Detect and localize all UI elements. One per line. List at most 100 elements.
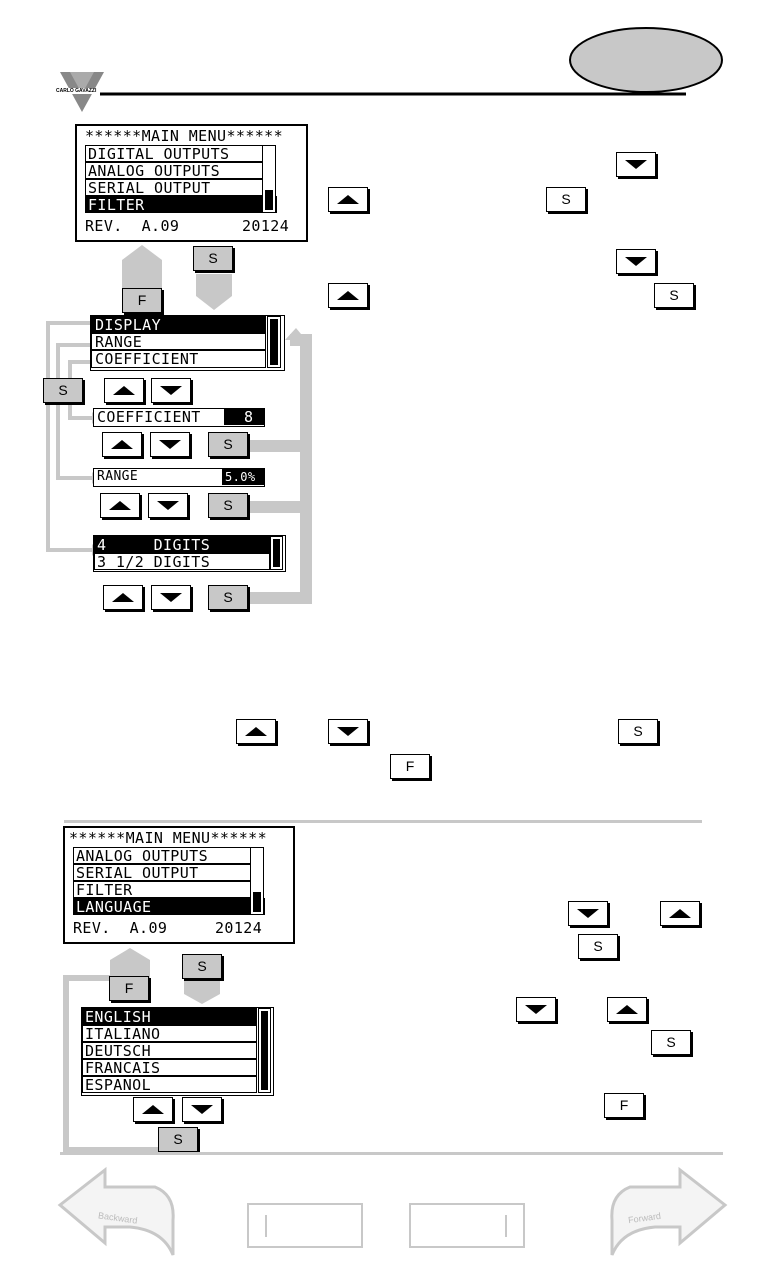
- header-graphics: [60, 27, 723, 112]
- down-key[interactable]: [568, 901, 608, 926]
- up-key[interactable]: [236, 719, 276, 744]
- s-key[interactable]: S: [618, 719, 658, 744]
- up-key[interactable]: [103, 585, 143, 610]
- up-arrow-icon: [111, 440, 133, 449]
- filter-diagram-connectors: [46, 245, 312, 604]
- s-key[interactable]: S: [546, 187, 586, 212]
- up-key[interactable]: [100, 493, 140, 518]
- up-key[interactable]: [328, 187, 368, 212]
- f-key[interactable]: F: [109, 976, 149, 1001]
- up-arrow-icon: [245, 727, 267, 736]
- down-arrow-icon: [191, 1105, 213, 1114]
- firmware-code: 20124: [242, 217, 290, 235]
- scrollbar: [270, 536, 283, 570]
- s-key[interactable]: S: [43, 378, 83, 403]
- s-key[interactable]: S: [208, 585, 248, 610]
- menu-item[interactable]: SERIAL OUTPUT: [76, 864, 199, 882]
- logo-text: CARLO GAVAZZI: [56, 88, 97, 94]
- menu-item-selected[interactable]: FILTER: [88, 196, 145, 214]
- coefficient-display: COEFFICIENT 8: [93, 408, 265, 427]
- main-menu-title: ******MAIN MENU******: [85, 127, 284, 145]
- range-display: RANGE 5.0%: [93, 468, 265, 487]
- nav-box-left[interactable]: [247, 1203, 363, 1248]
- down-arrow-icon: [160, 386, 182, 395]
- menu-item[interactable]: ANALOG OUTPUTS: [88, 162, 221, 180]
- down-arrow-icon: [160, 593, 182, 602]
- main-menu-title: ******MAIN MENU******: [69, 829, 268, 847]
- up-arrow-icon: [113, 386, 135, 395]
- down-key[interactable]: [516, 997, 556, 1022]
- scrollbar: [250, 847, 264, 915]
- submenu-item-selected[interactable]: DISPLAY: [95, 316, 162, 334]
- up-key[interactable]: [104, 378, 144, 403]
- footer-divider: [60, 1152, 723, 1155]
- f-key[interactable]: F: [390, 754, 430, 779]
- menu-item[interactable]: SERIAL OUTPUT: [88, 179, 211, 197]
- down-arrow-icon: [159, 440, 181, 449]
- scrollbar: [258, 1008, 271, 1093]
- down-key[interactable]: [616, 249, 656, 274]
- s-key[interactable]: S: [158, 1127, 198, 1152]
- up-key[interactable]: [133, 1097, 173, 1122]
- down-key[interactable]: [150, 432, 190, 457]
- down-key[interactable]: [151, 378, 191, 403]
- language-item[interactable]: ITALIANO: [85, 1025, 161, 1043]
- forward-arrow-icon[interactable]: [605, 1165, 730, 1260]
- scrollbar: [267, 316, 281, 368]
- down-key[interactable]: [616, 152, 656, 177]
- down-arrow-icon: [577, 909, 599, 918]
- s-key[interactable]: S: [654, 283, 694, 308]
- down-arrow-icon: [625, 257, 647, 266]
- s-key[interactable]: S: [208, 493, 248, 518]
- section-divider: [64, 820, 702, 823]
- down-arrow-icon: [525, 1005, 547, 1014]
- submenu-item[interactable]: RANGE: [95, 333, 143, 351]
- firmware-rev: REV. A.09: [73, 919, 168, 937]
- down-arrow-icon: [157, 501, 179, 510]
- menu-item[interactable]: DIGITAL OUTPUTS: [88, 145, 230, 163]
- s-key[interactable]: S: [578, 934, 618, 959]
- menu-item[interactable]: ANALOG OUTPUTS: [76, 847, 209, 865]
- up-key[interactable]: [102, 432, 142, 457]
- s-key[interactable]: S: [182, 954, 222, 979]
- digits-option[interactable]: 3 1/2 DIGITS: [97, 553, 211, 571]
- filter-submenu-display: DISPLAY RANGE COEFFICIENT: [90, 315, 285, 371]
- menu-item[interactable]: FILTER: [76, 881, 133, 899]
- language-list-display: ENGLISH ITALIANO DEUTSCH FRANCAIS ESPANO…: [81, 1007, 274, 1096]
- down-arrow-icon: [625, 160, 647, 169]
- s-key[interactable]: S: [208, 432, 248, 457]
- up-key[interactable]: [660, 901, 700, 926]
- menu-item-selected[interactable]: LANGUAGE: [76, 898, 152, 916]
- language-item[interactable]: ESPANOL: [85, 1076, 152, 1094]
- up-key[interactable]: [328, 283, 368, 308]
- down-key[interactable]: [151, 585, 191, 610]
- language-item-selected[interactable]: ENGLISH: [85, 1008, 152, 1026]
- firmware-rev: REV. A.09: [85, 217, 180, 235]
- backward-arrow-icon[interactable]: [55, 1165, 180, 1260]
- s-key[interactable]: S: [193, 246, 233, 271]
- range-value: 5.0%: [225, 470, 256, 484]
- firmware-code: 20124: [215, 919, 263, 937]
- f-key[interactable]: F: [604, 1093, 644, 1118]
- digits-option-selected[interactable]: 4 DIGITS: [97, 536, 211, 554]
- down-key[interactable]: [328, 719, 368, 744]
- f-key[interactable]: F: [122, 288, 162, 313]
- up-arrow-icon: [669, 909, 691, 918]
- up-arrow-icon: [337, 291, 359, 300]
- up-key[interactable]: [607, 997, 647, 1022]
- main-menu-display: ******MAIN MENU****** DIGITAL OUTPUTS AN…: [75, 124, 308, 242]
- nav-box-right[interactable]: [409, 1203, 525, 1248]
- s-key[interactable]: S: [651, 1030, 691, 1055]
- main-menu-display-2: ******MAIN MENU****** ANALOG OUTPUTS SER…: [63, 826, 295, 944]
- up-arrow-icon: [616, 1005, 638, 1014]
- coefficient-value: 8: [244, 408, 254, 426]
- section-oval: [569, 27, 723, 93]
- language-item[interactable]: FRANCAIS: [85, 1059, 161, 1077]
- range-label: RANGE: [97, 469, 139, 484]
- submenu-item[interactable]: COEFFICIENT: [95, 350, 199, 368]
- up-arrow-icon: [112, 593, 134, 602]
- up-arrow-icon: [109, 501, 131, 510]
- language-item[interactable]: DEUTSCH: [85, 1042, 152, 1060]
- down-key[interactable]: [182, 1097, 222, 1122]
- down-key[interactable]: [148, 493, 188, 518]
